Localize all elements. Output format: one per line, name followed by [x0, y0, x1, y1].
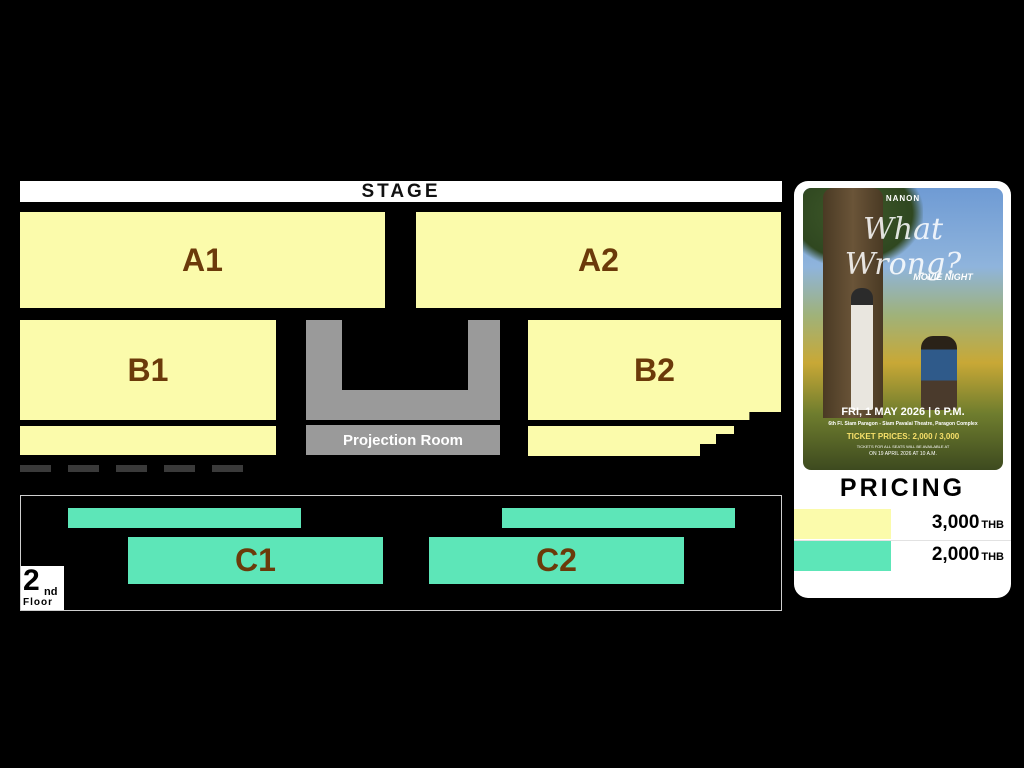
projection-room: Projection Room: [306, 425, 500, 455]
divider-dash: [212, 465, 243, 472]
poster-sale-line-1: TICKETS FOR ALL SEATS WILL BE AVAILABLE …: [856, 444, 950, 449]
zone-b2-step-shape: [528, 426, 734, 456]
poster-date: FRI, 1 MAY 2026 | 6 P.M.: [841, 406, 965, 418]
poster-figure-left: [851, 288, 873, 410]
zone-a1[interactable]: A1: [20, 212, 385, 308]
stage-banner: STAGE: [20, 181, 782, 202]
zone-c2-front-row[interactable]: [502, 508, 735, 528]
zone-a2-label: A2: [578, 241, 619, 278]
price-standard-unit: THB: [981, 551, 1004, 563]
projection-structure-base: [306, 390, 500, 420]
divider-dash: [68, 465, 99, 472]
poster-brand: NANON: [885, 194, 921, 203]
poster-title: What Wrong?: [844, 212, 962, 282]
zone-a1-label: A1: [182, 241, 223, 278]
poster-venue: 6th Fl. Siam Paragon - Siam Pavalai Thea…: [828, 421, 978, 427]
divider-dash: [116, 465, 147, 472]
floor-suffix: nd: [44, 586, 58, 598]
zone-c1-label: C1: [235, 542, 276, 578]
pricing-separator: [794, 540, 1011, 541]
floor-word: Floor: [23, 597, 53, 608]
poster-sale-line-2: ON 19 APRIL 2026 AT 10 A.M.: [869, 451, 937, 457]
price-standard-value: 2,000: [931, 544, 980, 565]
zone-b2-label: B2: [634, 351, 675, 388]
price-premium-value: 3,000: [931, 512, 980, 533]
floor-badge: 2 nd Floor: [21, 564, 64, 610]
zone-c2[interactable]: C2: [429, 537, 684, 584]
price-premium-unit: THB: [981, 519, 1004, 531]
poster-figure-right: [921, 336, 957, 410]
zone-a2[interactable]: A2: [416, 212, 781, 308]
poster-subtitle: MOVIE NIGHT: [913, 272, 973, 282]
zone-b1-label: B1: [127, 351, 169, 388]
price-swatch-standard: [794, 541, 891, 571]
event-poster[interactable]: NANON What Wrong? MOVIE NIGHT FRI, 1 MAY…: [803, 188, 1003, 470]
floor-number: 2: [23, 564, 40, 597]
zone-c1-front-row[interactable]: [68, 508, 301, 528]
pricing-title: PRICING: [839, 474, 966, 502]
poster-prices: TICKET PRICES: 2,000 / 3,000: [846, 432, 960, 441]
zone-c1[interactable]: C1: [128, 537, 383, 584]
zone-b2-rear-rows[interactable]: [528, 420, 781, 456]
zone-b2[interactable]: B2: [528, 320, 781, 420]
price-swatch-premium: [794, 509, 891, 539]
divider-dash: [164, 465, 195, 472]
second-floor-area: [20, 495, 782, 611]
zone-c2-label: C2: [536, 542, 577, 578]
divider-dash: [20, 465, 51, 472]
zone-b1[interactable]: B1: [20, 320, 276, 420]
zone-b1-rear-row[interactable]: [20, 426, 276, 455]
